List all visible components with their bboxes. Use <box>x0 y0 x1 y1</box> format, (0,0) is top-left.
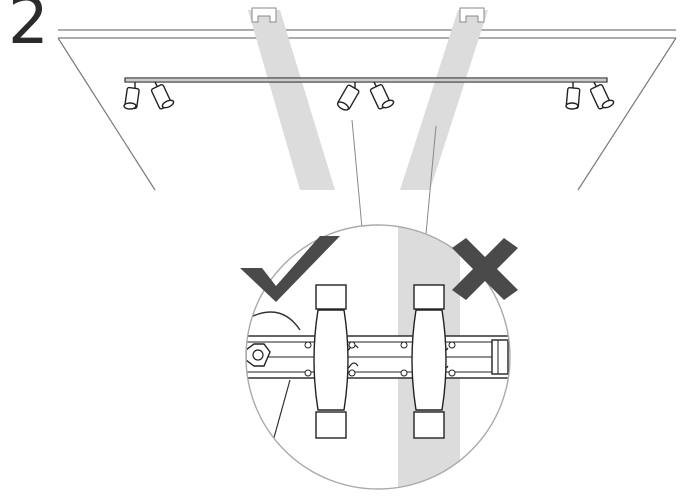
leader-lines <box>351 119 437 235</box>
ceiling-profiles <box>251 7 485 23</box>
mounting-bracket-incorrect <box>411 284 447 439</box>
ceiling <box>57 29 677 191</box>
checkmark-icon <box>240 236 340 302</box>
spotlight-2 <box>150 81 175 110</box>
step-number: 2 <box>8 0 49 59</box>
spotlight-4 <box>369 81 395 110</box>
track-rail <box>124 77 608 83</box>
spotlight-6 <box>589 81 615 110</box>
cross-icon <box>452 238 518 300</box>
highlight-bands <box>248 10 488 190</box>
spotlight-1 <box>123 82 140 110</box>
mounting-bracket-correct <box>313 284 349 439</box>
spotlight-5 <box>565 82 581 110</box>
spotlights <box>123 81 615 111</box>
detail-circle <box>245 224 511 490</box>
spotlight-3 <box>336 82 360 111</box>
